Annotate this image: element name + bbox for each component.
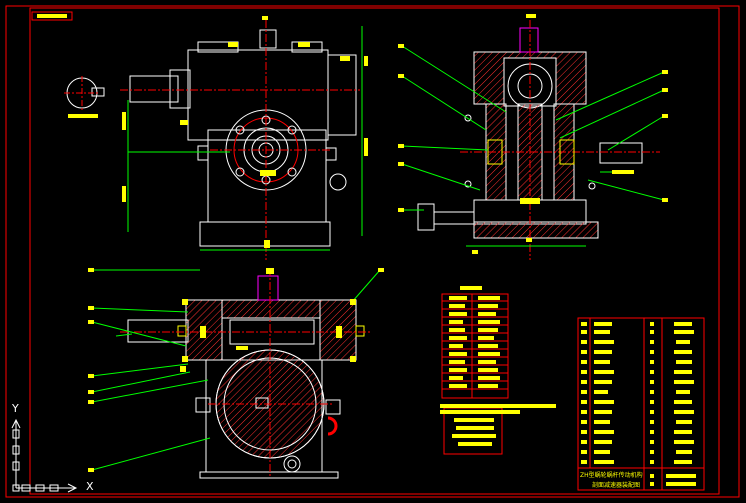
bottom-section-view xyxy=(120,268,370,479)
title-line-1: ZH型蜗轮蜗杆传动机构 xyxy=(580,472,643,479)
ucs-axis-icon xyxy=(11,418,78,493)
title-block-table xyxy=(577,317,705,491)
title-line-2: 剖面减速器装配图 xyxy=(592,482,641,489)
side-section-view xyxy=(417,20,660,260)
drawing-frame xyxy=(5,5,740,498)
parts-list-table xyxy=(441,293,509,455)
bottom-section-leaders xyxy=(91,269,381,471)
front-view xyxy=(64,20,363,260)
parts-list-entries xyxy=(440,286,556,446)
bottom-section-labels xyxy=(88,268,384,472)
ucs-x-label: X xyxy=(86,480,94,493)
side-section-labels xyxy=(398,14,668,254)
title-block-entries xyxy=(581,322,696,486)
front-view-labels xyxy=(68,16,368,248)
ucs-y-label: Y xyxy=(12,402,19,415)
